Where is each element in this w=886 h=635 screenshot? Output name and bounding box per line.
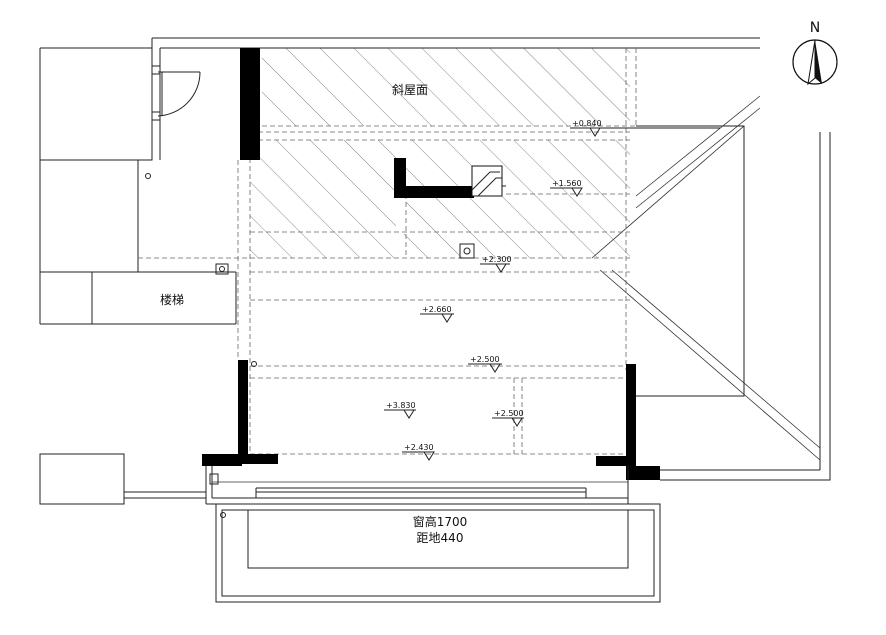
level-marker-2660: +2.660 xyxy=(420,305,454,323)
level-text: +2.500 xyxy=(470,355,500,364)
level-marker-2430: +2.430 xyxy=(402,443,435,461)
level-text: +0.840 xyxy=(572,119,602,128)
vent-boxes xyxy=(145,173,475,367)
sill-height-label: 距地440 xyxy=(417,531,464,545)
chimney-box xyxy=(471,165,506,197)
level-text: +2.660 xyxy=(422,305,452,314)
north-arrow: N xyxy=(792,20,838,86)
level-marker-3830: +3.830 xyxy=(384,401,416,419)
level-text: +2.500 xyxy=(494,409,524,418)
north-label: N xyxy=(810,20,820,36)
level-text: +2.430 xyxy=(404,443,434,452)
slope-roof-hatch xyxy=(250,48,630,258)
level-marker-2300: +2.300 xyxy=(480,255,512,273)
right-terrace xyxy=(591,95,831,481)
level-marker-2500-a: +2.500 xyxy=(468,355,502,373)
level-marker-1560: +1.560 xyxy=(550,179,583,197)
level-marker-2500-b: +2.500 xyxy=(492,409,524,427)
left-building-outline xyxy=(39,47,237,325)
level-text: +2.300 xyxy=(482,255,512,264)
level-text: +3.830 xyxy=(386,401,416,410)
balcony-outline xyxy=(39,453,661,603)
window-height-label: 窗高1700 xyxy=(413,514,468,529)
level-marker-0840: +0.840 xyxy=(570,119,720,137)
stairs-label: 楼梯 xyxy=(160,292,184,307)
structural-walls xyxy=(202,48,660,480)
slope-roof-label: 斜屋面 xyxy=(392,83,428,97)
interior-dashed-lines xyxy=(138,48,637,456)
level-text: +1.560 xyxy=(552,179,582,188)
door-swing xyxy=(151,65,201,121)
